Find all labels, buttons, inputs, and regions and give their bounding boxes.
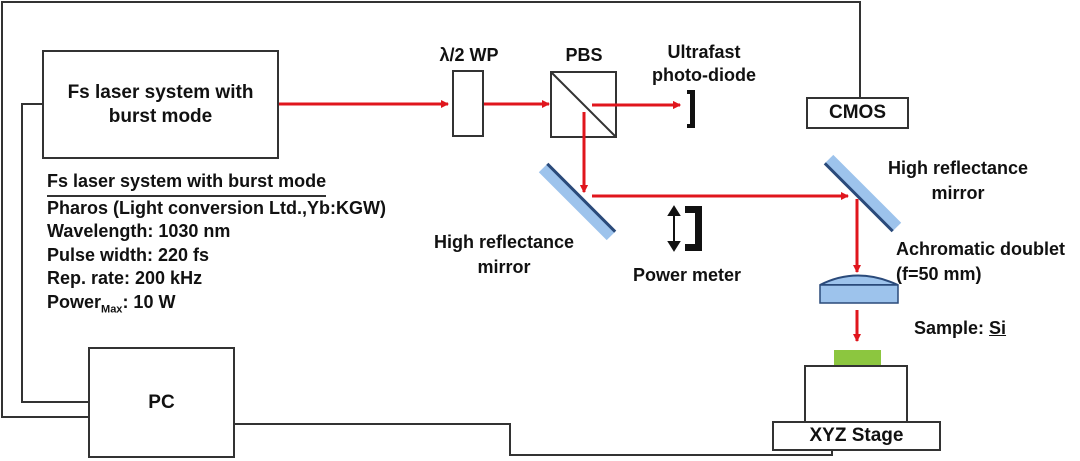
wire-pc-cmos: [1, 1, 861, 418]
pbs-label: PBS: [565, 45, 603, 65]
pbs-diagonal: [550, 71, 617, 138]
pc-box[interactable]: PC: [88, 347, 235, 458]
xyz-stage-label: XYZ Stage: [809, 425, 904, 446]
specs-model: Pharos (Light conversion Ltd.,Yb:KGW): [47, 197, 386, 218]
sample-si[interactable]: [834, 350, 881, 366]
sample-material: Si: [989, 318, 1007, 338]
specs-pulse-width: Pulse width: 220 fs: [47, 244, 210, 265]
stage-top: [804, 365, 908, 423]
mirror-1[interactable]: [538, 162, 617, 241]
double-arrow-icon: [667, 205, 681, 252]
mirror-2-label: High reflectance mirror: [887, 158, 1029, 203]
photodiode-icon[interactable]: [687, 90, 695, 128]
cmos-box[interactable]: CMOS: [806, 97, 909, 129]
laser-system-box[interactable]: Fs laser system with burst mode: [42, 50, 279, 159]
wire-pc-laser: [21, 103, 88, 403]
specs-power-value: : 10 W: [122, 291, 176, 312]
laser-system-label: Fs laser system with burst mode: [67, 81, 254, 127]
half-wave-plate-label: λ/2 WP: [439, 45, 499, 65]
mirror-1-label: High reflectance mirror: [433, 232, 575, 277]
lens-label: Achromatic doublet (f=50 mm): [896, 239, 1066, 284]
half-wave-plate[interactable]: [452, 70, 484, 137]
power-meter-label: Power meter: [632, 265, 742, 285]
specs-power-sub: Max: [101, 303, 123, 316]
specs-wavelength: Wavelength: 1030 nm: [47, 221, 231, 241]
sample-label: Sample: Si: [914, 317, 1006, 339]
sample-prefix: Sample:: [914, 318, 990, 338]
photodiode-label: Ultrafast photo-diode: [652, 42, 756, 85]
xyz-stage-box[interactable]: XYZ Stage: [772, 421, 941, 451]
specs-rep-rate: Rep. rate: 200 kHz: [47, 268, 203, 288]
achromatic-lens[interactable]: [819, 274, 899, 304]
specs-power-label: Power: [47, 291, 102, 312]
laser-specs: Fs laser system with burst mode Pharos (…: [47, 170, 386, 322]
power-meter-icon: [685, 206, 702, 251]
power-meter[interactable]: [667, 205, 702, 252]
wire-pc-stage: [226, 423, 833, 456]
pc-label: PC: [148, 391, 175, 413]
specs-power: PowerMax: 10 W: [47, 291, 386, 322]
cmos-label: CMOS: [829, 102, 886, 123]
mirror-2[interactable]: [823, 154, 902, 233]
specs-title: Fs laser system with burst mode: [47, 170, 327, 197]
